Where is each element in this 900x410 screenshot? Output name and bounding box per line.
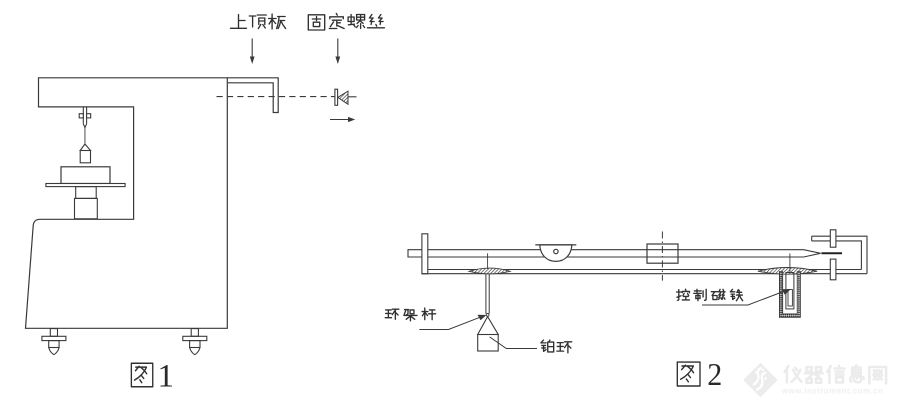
svg-text:2: 2 <box>707 356 722 392</box>
svg-text:1: 1 <box>158 358 175 394</box>
svg-text:www.instrument.com.cn: www.instrument.com.cn <box>781 387 883 396</box>
